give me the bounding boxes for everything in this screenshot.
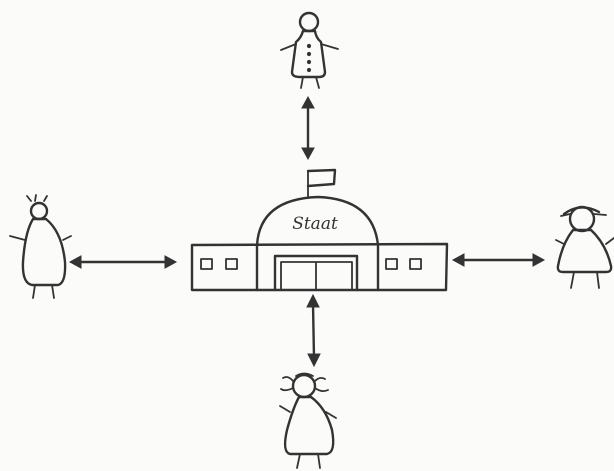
arrow-bottom-head-down [307, 353, 321, 368]
arrow-right [451, 253, 546, 267]
person-left-legs [32, 284, 55, 299]
person-right-body [556, 228, 613, 274]
person-bottom-hair [280, 372, 329, 393]
arrow-left-head-left [68, 255, 82, 269]
person-bottom-body [283, 395, 335, 456]
arrow-right-head-left [451, 253, 465, 267]
person-right-head [568, 205, 596, 233]
person-right [555, 205, 614, 289]
arrow-bottom-shaft [311, 302, 316, 360]
arrow-top [301, 95, 315, 161]
person-left-body [21, 217, 67, 287]
person-right-hair-sides [560, 213, 607, 217]
person-top-arms [280, 43, 339, 51]
person-bottom [279, 372, 337, 469]
person-left-hair [26, 194, 48, 202]
flag-icon [306, 168, 337, 188]
state-label: Staat [292, 214, 338, 234]
arrow-top-head-down [301, 147, 315, 161]
door-leaves [280, 261, 353, 291]
person-top-button [306, 67, 312, 73]
person-top-button [306, 59, 312, 65]
person-top-body [290, 29, 327, 79]
window [409, 258, 422, 270]
window [385, 258, 398, 270]
window [225, 258, 238, 270]
building-outline [190, 242, 449, 292]
building-wing-dividers [255, 242, 380, 292]
person-bottom-arms [279, 405, 337, 419]
person-right-arms [555, 237, 614, 245]
person-top-button [306, 43, 312, 49]
person-left-head [29, 201, 49, 221]
person-bottom-legs [296, 453, 321, 469]
state-building: Staat [190, 168, 449, 292]
person-top [280, 11, 339, 89]
arrow-right-head-right [532, 253, 546, 267]
person-left [9, 194, 72, 299]
person-top-legs [300, 76, 320, 89]
arrow-left-head-right [164, 255, 178, 269]
arrow-bottom [306, 293, 321, 368]
arrow-bottom-head-up [306, 293, 320, 308]
arrow-left [68, 255, 178, 269]
person-top-head [298, 11, 320, 33]
dome [255, 195, 380, 247]
person-right-legs [570, 271, 600, 289]
person-top-button [306, 51, 312, 57]
arrow-top-head-up [301, 95, 315, 109]
person-left-arms [9, 235, 72, 241]
door-frame [273, 254, 359, 292]
window [200, 258, 213, 270]
person-bottom-head [291, 373, 317, 399]
